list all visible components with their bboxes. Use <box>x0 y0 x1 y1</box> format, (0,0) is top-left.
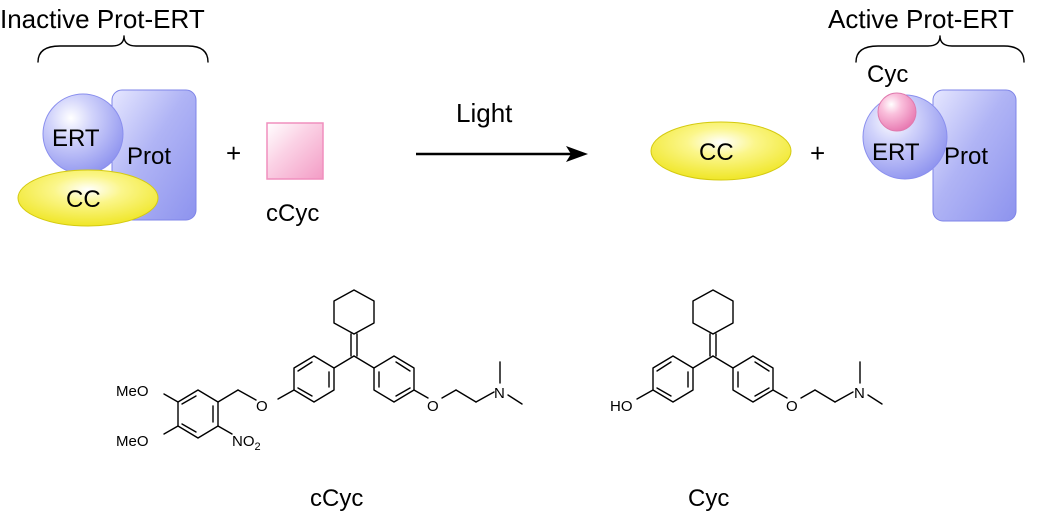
cc-ellipse-inactive <box>17 169 159 227</box>
active-title: Active Prot-ERT <box>828 4 1014 34</box>
ccyc-nitrobenzyl-ring <box>177 389 219 439</box>
prot-label-inactive: Prot <box>127 143 171 170</box>
prot-label-active: Prot <box>944 143 988 170</box>
cyc-n: N <box>854 385 865 402</box>
cyc-structure-name: Cyc <box>688 485 729 512</box>
cyc-structure: HO O N <box>610 289 883 415</box>
reaction-arrow-head <box>566 146 588 162</box>
inactive-title: Inactive Prot-ERT <box>0 4 205 34</box>
plus-left: + <box>226 138 241 168</box>
cc-label-inactive: CC <box>66 186 101 213</box>
ccyc-ether-o: O <box>256 398 268 415</box>
active-brace <box>855 35 1025 63</box>
cc-label-free: CC <box>699 139 734 166</box>
arrow-label: Light <box>456 98 513 128</box>
ccyc-n: N <box>494 385 505 402</box>
ccyc-square <box>266 122 324 180</box>
ert-label-inactive: ERT <box>52 125 100 152</box>
ccyc-structure-name: cCyc <box>310 485 363 512</box>
cyc-right-phenyl <box>732 355 774 403</box>
cyc-ball <box>877 92 917 132</box>
ccyc-structure: O MeO MeO NO2 O N <box>116 289 523 453</box>
inactive-brace <box>37 35 209 63</box>
cyc-ho: HO <box>610 398 633 415</box>
cyc-cyclohexane <box>692 289 734 335</box>
ccyc-no2: NO2 <box>232 433 261 453</box>
ccyc-cyclohexane <box>333 289 375 335</box>
ccyc-square-label: cCyc <box>266 200 319 227</box>
plus-right: + <box>810 138 825 168</box>
ccyc-meo-2: MeO <box>116 433 149 450</box>
cyc-left-phenyl <box>652 355 694 403</box>
cyc-ball-label: Cyc <box>867 61 908 88</box>
ccyc-amine-o: O <box>427 398 439 415</box>
ert-label-active: ERT <box>872 139 920 166</box>
ccyc-meo-1: MeO <box>116 383 149 400</box>
cyc-amine-o: O <box>786 398 798 415</box>
ccyc-left-phenyl <box>293 355 335 403</box>
ccyc-right-phenyl <box>373 355 415 403</box>
cc-ellipse-free <box>650 121 792 181</box>
